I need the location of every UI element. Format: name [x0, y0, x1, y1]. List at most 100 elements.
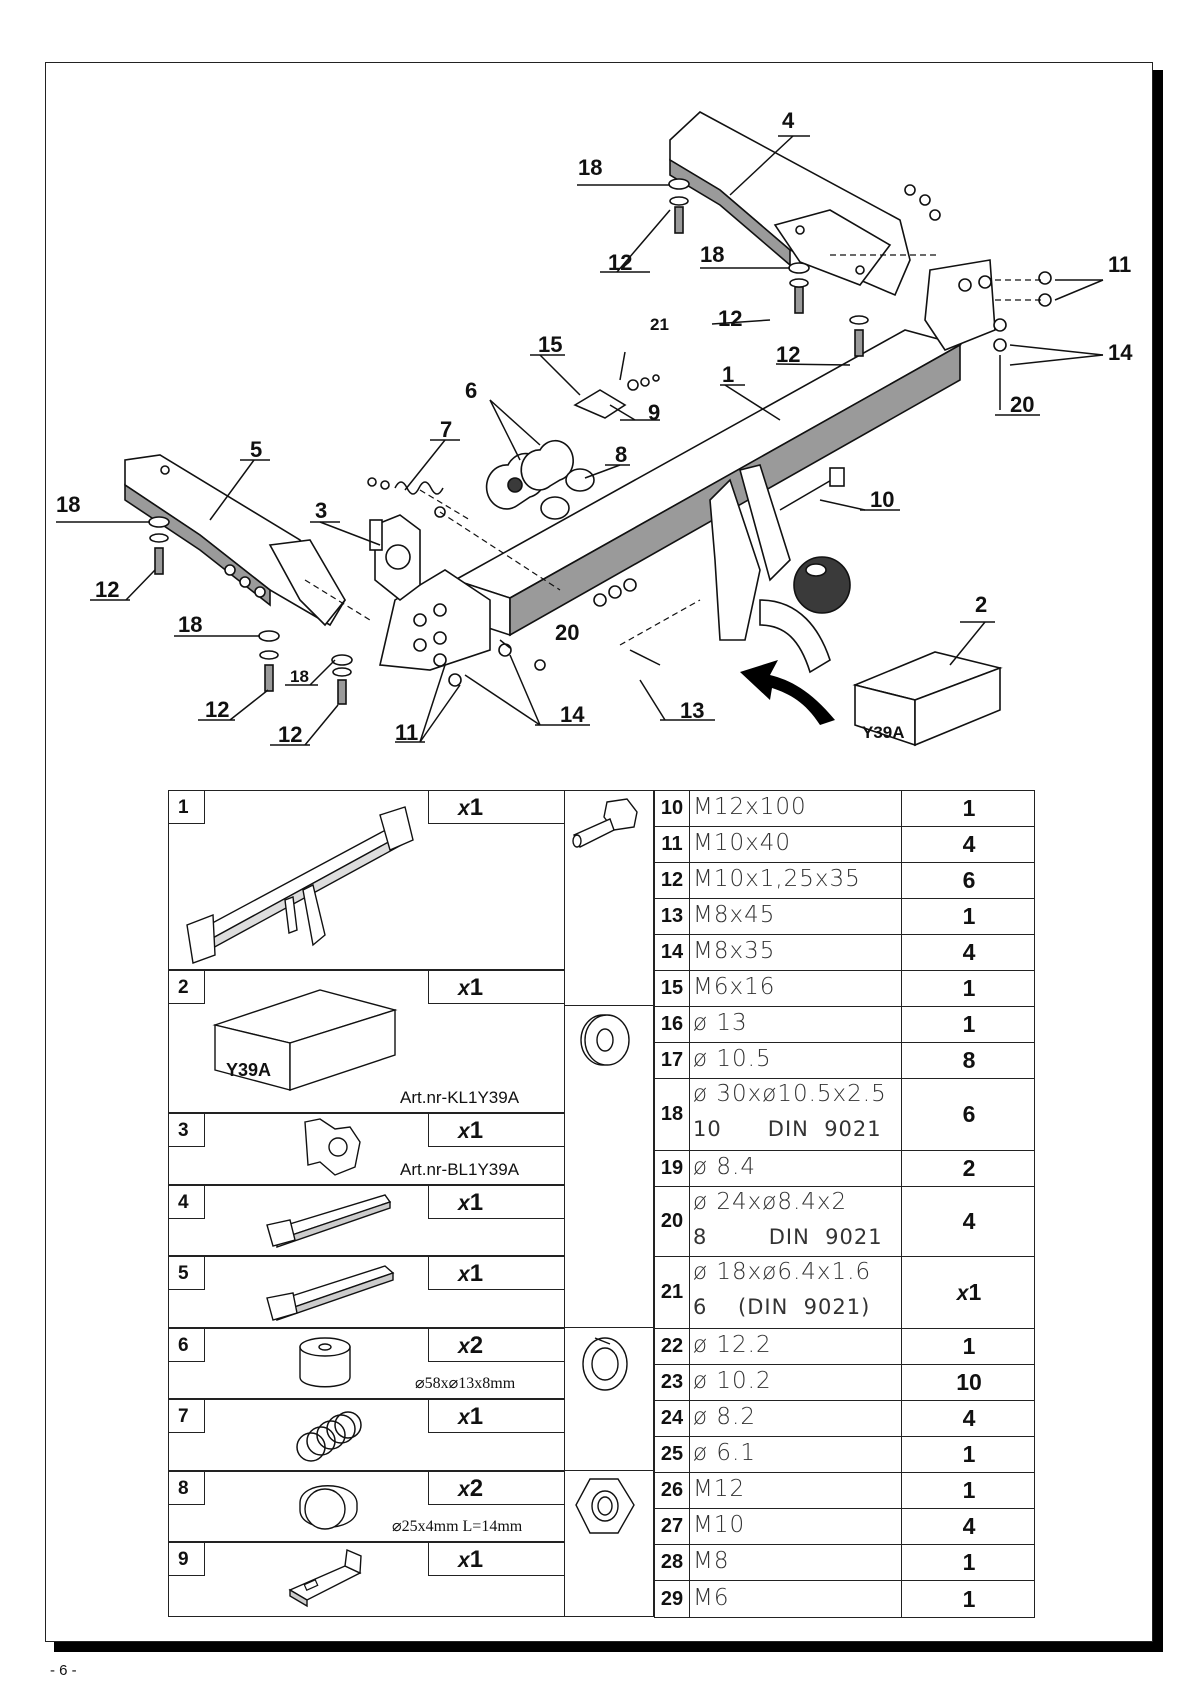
spec-row-number-box — [654, 1256, 690, 1329]
item-6-number: 6 — [178, 1335, 189, 1356]
item-9-qty-box — [428, 1542, 565, 1576]
spec-row-qty: 1 — [962, 903, 976, 929]
item-1-number: 1 — [178, 797, 189, 818]
spec-row-spec: ø 8.2 — [693, 1404, 756, 1430]
item-2-number: 2 — [178, 977, 189, 998]
spec-row-number-box — [654, 1580, 690, 1618]
callout-3: 3 — [315, 498, 327, 523]
callout-13: 13 — [680, 698, 704, 723]
callout-12: 12 — [95, 577, 119, 602]
item-5-num-box — [168, 1256, 205, 1290]
item-6-qty: x2 — [458, 1332, 484, 1359]
callout-11: 11 — [1108, 252, 1131, 277]
cross-bar-thumbnail — [186, 806, 414, 964]
callout-11: 11 — [395, 720, 418, 745]
spec-row-qty: 1 — [962, 1333, 976, 1359]
assembly-guide-lines — [304, 254, 1045, 646]
spec-row-spec: M12 — [693, 1476, 746, 1502]
spec-row-qty-box — [901, 1256, 1035, 1329]
spec-row-spec: M10x1,25x35 — [693, 866, 861, 892]
spec-row-qty-box — [901, 1186, 1035, 1257]
spec-row-qty: 1 — [962, 1441, 976, 1467]
exploded-assembly-drawing: Y39A 4 18 12 — [56, 108, 1133, 747]
item-3-num-box — [168, 1113, 205, 1147]
item-1-num-box — [168, 790, 205, 824]
spec-row-spec-standard: 6 (DIN 9021) — [693, 1295, 871, 1319]
bolts-and-washers — [148, 178, 1052, 705]
spec-row-qty: 4 — [962, 1208, 976, 1234]
item-5-number: 5 — [178, 1263, 189, 1284]
spec-row-qty-box — [901, 1328, 1035, 1365]
item-6-qty-box — [428, 1328, 565, 1362]
spec-row-number-box — [654, 1042, 690, 1079]
spec-row-number-box — [654, 862, 690, 899]
spec-row-number: 21 — [660, 1281, 684, 1303]
item-2-qty-box — [428, 970, 565, 1004]
spec-row-number-box — [654, 934, 690, 971]
spec-row-spec: ø 30xø10.5x2.5 — [693, 1081, 887, 1107]
callout-20: 20 — [1010, 392, 1034, 417]
item-5-qty: x1 — [458, 1260, 484, 1287]
item-4-num-box — [168, 1185, 205, 1219]
spec-row-qty: 1 — [962, 975, 976, 1001]
item-5-qty-box — [428, 1256, 565, 1290]
spec-row-spec: ø 10.2 — [693, 1368, 772, 1394]
callout-14: 14 — [1108, 340, 1133, 365]
spec-row-number: 26 — [660, 1479, 684, 1501]
spec-row-number-box — [654, 826, 690, 863]
callout-18: 18 — [56, 492, 80, 517]
rubber-bumper-thumbnail — [299, 1337, 351, 1388]
item-7-num-box — [168, 1399, 205, 1433]
item-1-qty: x1 — [458, 794, 484, 821]
item-8-qty: x2 — [458, 1475, 484, 1502]
spec-row-spec: ø 18xø6.4x1.6 — [693, 1259, 872, 1285]
spec-row-number: 20 — [660, 1210, 684, 1232]
spring-thumbnail — [296, 1411, 362, 1462]
spec-row-qty: 4 — [962, 831, 976, 857]
item-2-box-label: Y39A — [226, 1060, 272, 1080]
rubber-bumpers-part-6 — [485, 439, 574, 510]
callout-18: 18 — [700, 242, 724, 267]
spec-row-spec: ø 6.1 — [693, 1440, 756, 1466]
spec-row-qty-box — [901, 1544, 1035, 1581]
spec-row-number: 18 — [660, 1103, 684, 1125]
spec-row-number-box — [654, 1508, 690, 1545]
callout-18: 18 — [290, 667, 309, 686]
spec-row-qty-box — [901, 898, 1035, 935]
spec-row-qty: 10 — [956, 1369, 982, 1395]
spec-row-number-box — [654, 1150, 690, 1187]
spec-row-number-box — [654, 1544, 690, 1581]
callout-leaders — [56, 135, 1104, 746]
spec-row-qty-box — [901, 970, 1035, 1007]
item-7-qty-box — [428, 1399, 565, 1433]
item-3-number: 3 — [178, 1120, 189, 1141]
spec-row-spec: ø 24xø8.4x2 — [693, 1189, 848, 1215]
page-number: - 6 - — [50, 1662, 77, 1679]
spec-row-qty: 1 — [962, 1477, 976, 1503]
callout-15: 15 — [538, 332, 562, 357]
callout-14: 14 — [560, 702, 585, 727]
spec-row-qty-box — [901, 790, 1035, 827]
item-2-article-number: Art.nr-KL1Y39A — [400, 1088, 520, 1107]
spec-row-spec: ø 13 — [693, 1010, 748, 1036]
callout-12: 12 — [608, 250, 632, 275]
frame-shadow-right — [1153, 70, 1163, 1652]
callout-20: 20 — [555, 620, 579, 645]
spec-row-spec: M8x35 — [693, 938, 776, 964]
spacer-thumbnail — [299, 1485, 358, 1530]
direction-arrow — [740, 660, 835, 725]
callout-1: 1 — [722, 362, 734, 387]
spec-row-number-box — [654, 1364, 690, 1401]
spec-row-qty-box — [901, 1508, 1035, 1545]
spec-row-qty: 6 — [962, 1101, 976, 1127]
